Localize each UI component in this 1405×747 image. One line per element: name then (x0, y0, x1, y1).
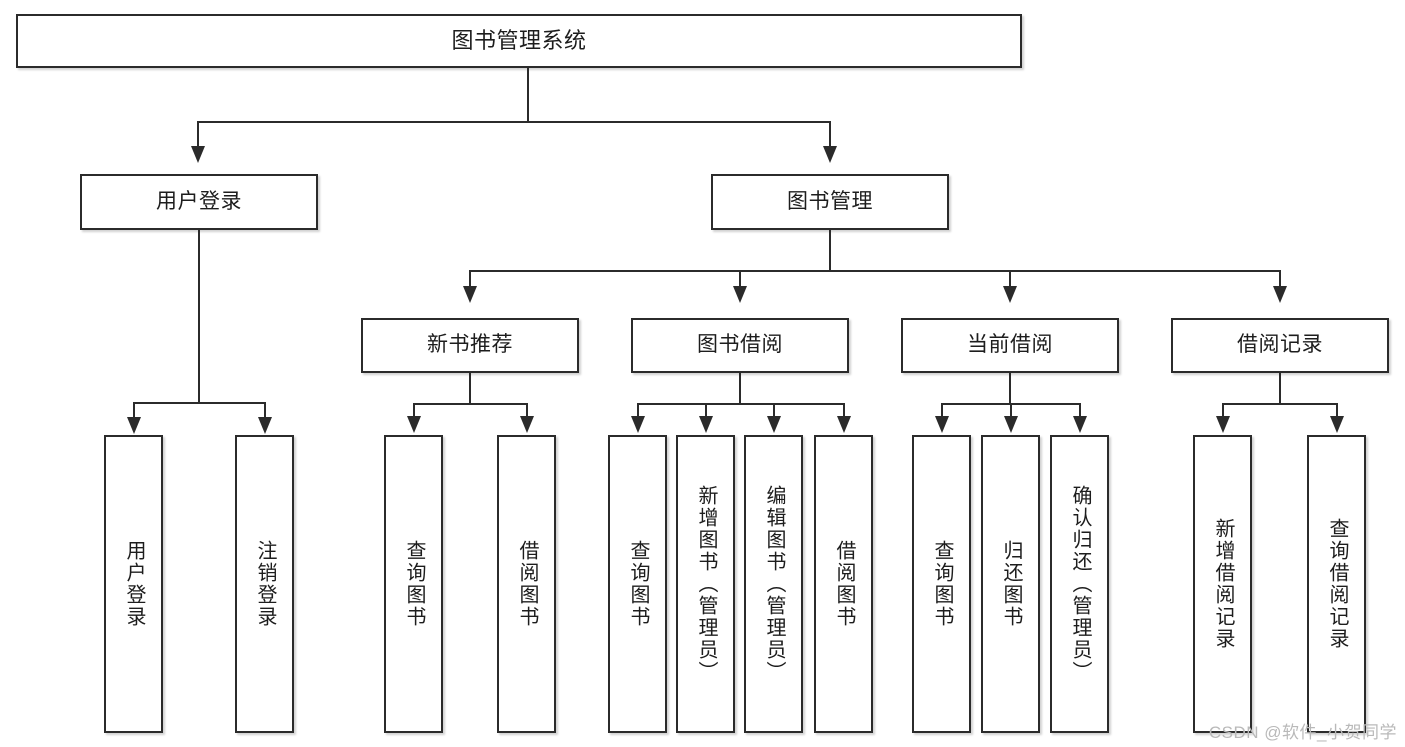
connector-root-stem (527, 68, 529, 122)
connector-user-login-stem (198, 230, 200, 403)
arrowhead-bm-child-3 (1003, 286, 1017, 303)
arrowhead-bb-leaf-3 (767, 416, 781, 433)
node-label: 图书管理系统 (451, 28, 587, 54)
node-label: 图书管理 (787, 189, 873, 213)
leaf-bb-edit-book-admin[interactable]: 编辑图书（管理员） (744, 435, 803, 733)
arrowhead-cb-leaf-3 (1073, 416, 1087, 433)
leaf-cb-return-book[interactable]: 归还图书 (981, 435, 1040, 733)
connector-user-login-drop-1 (133, 402, 135, 420)
connector-bb-drop-3 (773, 403, 775, 418)
connector-user-login-bar (133, 402, 265, 404)
node-label: 图书借阅 (697, 333, 783, 357)
arrowhead-bb-leaf-2 (699, 416, 713, 433)
watermark-text: CSDN @软件_小贺同学 (1208, 723, 1397, 742)
node-borrow-record[interactable]: 借阅记录 (1171, 318, 1389, 373)
connector-book-management-stem (829, 230, 831, 271)
connector-br-bar (1222, 403, 1338, 405)
arrowhead-br-leaf-1 (1216, 416, 1230, 433)
node-label: 借阅图书 (833, 540, 855, 628)
connector-nbr-stem (469, 373, 471, 404)
connector-bb-drop-1 (637, 403, 639, 418)
connector-nbr-drop-1 (413, 403, 415, 418)
node-new-book-recommend[interactable]: 新书推荐 (361, 318, 579, 373)
connector-bb-drop-4 (843, 403, 845, 418)
connector-book-management-bar (469, 270, 1281, 272)
arrowhead-bb-leaf-1 (631, 416, 645, 433)
connector-bb-stem (739, 373, 741, 404)
connector-cb-drop-3 (1079, 403, 1081, 418)
node-label: 用户登录 (123, 540, 145, 628)
leaf-nbr-borrow-book[interactable]: 借阅图书 (497, 435, 556, 733)
node-label: 归还图书 (1000, 540, 1022, 628)
connector-root-to-book-management (829, 121, 831, 149)
connector-cb-drop-1 (941, 403, 943, 418)
leaf-br-query-record[interactable]: 查询借阅记录 (1307, 435, 1366, 733)
node-book-management-system[interactable]: 图书管理系统 (16, 14, 1022, 68)
node-label: 查询图书 (403, 540, 425, 628)
leaf-cb-query-book[interactable]: 查询图书 (912, 435, 971, 733)
connector-br-drop-2 (1336, 403, 1338, 418)
node-label: 新增图书（管理员） (695, 485, 717, 683)
node-label: 编辑图书（管理员） (763, 485, 785, 683)
connector-root-to-user-login (197, 121, 199, 149)
node-label: 借阅图书 (516, 540, 538, 628)
node-label: 当前借阅 (967, 333, 1053, 357)
connector-user-login-drop-2 (264, 402, 266, 420)
node-label: 确认归还（管理员） (1069, 485, 1091, 683)
leaf-user-login[interactable]: 用户登录 (104, 435, 163, 733)
arrowhead-bm-child-1 (463, 286, 477, 303)
node-label: 用户登录 (156, 189, 242, 213)
connector-cb-drop-2 (1010, 403, 1012, 418)
arrowhead-br-leaf-2 (1330, 416, 1344, 433)
node-label: 注销登录 (254, 540, 276, 628)
arrowhead-root-to-book-management (823, 146, 837, 163)
arrowhead-user-login-leaf-2 (258, 417, 272, 434)
leaf-bb-borrow-book[interactable]: 借阅图书 (814, 435, 873, 733)
node-label: 查询图书 (931, 540, 953, 628)
arrowhead-bm-child-4 (1273, 286, 1287, 303)
arrowhead-cb-leaf-2 (1004, 416, 1018, 433)
connector-bb-drop-2 (705, 403, 707, 418)
arrowhead-cb-leaf-1 (935, 416, 949, 433)
connector-nbr-drop-2 (526, 403, 528, 418)
connector-bm-drop-4 (1279, 270, 1281, 288)
node-label: 查询借阅记录 (1326, 518, 1348, 650)
connector-bm-drop-3 (1009, 270, 1011, 288)
connector-br-stem (1279, 373, 1281, 404)
connector-root-bar (197, 121, 831, 123)
connector-nbr-bar (413, 403, 528, 405)
connector-br-drop-1 (1222, 403, 1224, 418)
connector-bb-bar (637, 403, 845, 405)
arrowhead-user-login-leaf-1 (127, 417, 141, 434)
arrowhead-nbr-leaf-2 (520, 416, 534, 433)
node-label: 新增借阅记录 (1212, 518, 1234, 650)
leaf-br-add-record[interactable]: 新增借阅记录 (1193, 435, 1252, 733)
connector-bm-drop-1 (469, 270, 471, 288)
node-book-management[interactable]: 图书管理 (711, 174, 949, 230)
leaf-bb-query-book[interactable]: 查询图书 (608, 435, 667, 733)
arrowhead-bm-child-2 (733, 286, 747, 303)
connector-cb-stem (1009, 373, 1011, 404)
leaf-nbr-query-book[interactable]: 查询图书 (384, 435, 443, 733)
node-book-borrow[interactable]: 图书借阅 (631, 318, 849, 373)
leaf-cb-confirm-return-admin[interactable]: 确认归还（管理员） (1050, 435, 1109, 733)
node-label: 查询图书 (627, 540, 649, 628)
arrowhead-bb-leaf-4 (837, 416, 851, 433)
leaf-bb-add-book-admin[interactable]: 新增图书（管理员） (676, 435, 735, 733)
connector-bm-drop-2 (739, 270, 741, 288)
node-label: 新书推荐 (427, 333, 513, 357)
leaf-logout[interactable]: 注销登录 (235, 435, 294, 733)
arrowhead-nbr-leaf-1 (407, 416, 421, 433)
node-label: 借阅记录 (1237, 333, 1323, 357)
arrowhead-root-to-user-login (191, 146, 205, 163)
node-user-login[interactable]: 用户登录 (80, 174, 318, 230)
node-current-borrow[interactable]: 当前借阅 (901, 318, 1119, 373)
